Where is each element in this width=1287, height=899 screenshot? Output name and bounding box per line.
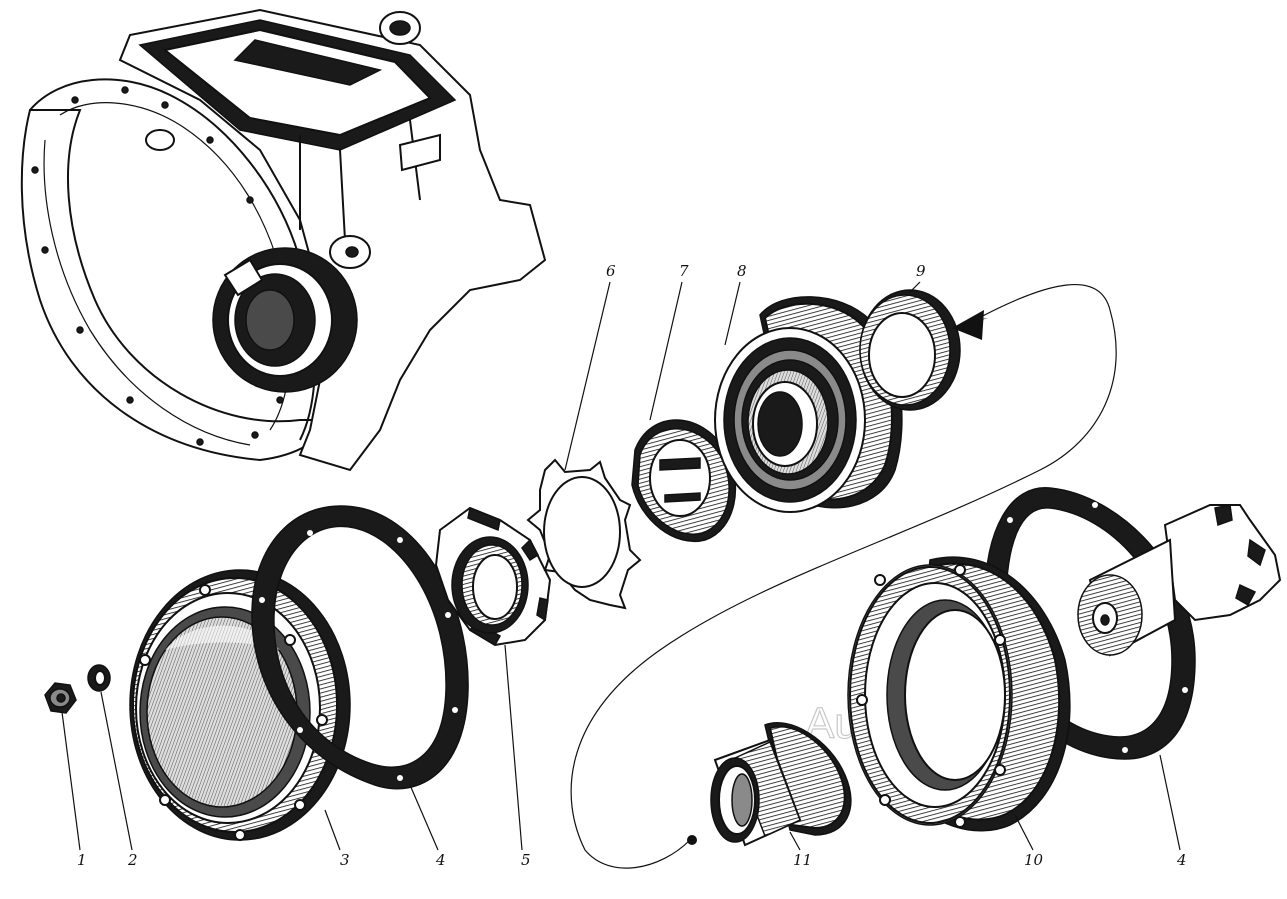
callout-4-left: 4 bbox=[435, 851, 446, 869]
lock-plate-part-7 bbox=[631, 419, 737, 543]
callout-numbers: 1 2 3 4 5 6 7 8 9 10 11 4 bbox=[77, 262, 1187, 869]
bushing-part-11 bbox=[710, 722, 852, 847]
flange-housing-part-10 bbox=[847, 556, 1071, 832]
callout-3: 3 bbox=[340, 851, 350, 869]
callout-2: 2 bbox=[127, 851, 138, 869]
spline-shaft bbox=[1077, 504, 1282, 657]
washer-part-2 bbox=[87, 664, 111, 692]
callout-5: 5 bbox=[521, 851, 531, 869]
leader-lines bbox=[61, 281, 1181, 851]
path-endpoint-dot bbox=[687, 835, 697, 845]
slotted-nut-part-5 bbox=[434, 506, 552, 647]
cover-part-3 bbox=[129, 569, 351, 841]
callout-1: 1 bbox=[77, 851, 87, 869]
seal-ring-part-9 bbox=[859, 289, 961, 411]
callout-9: 9 bbox=[916, 262, 926, 280]
callout-8: 8 bbox=[737, 262, 747, 280]
callout-6: 6 bbox=[606, 262, 616, 280]
callout-7: 7 bbox=[679, 262, 689, 280]
gearbox-housing bbox=[20, 8, 547, 472]
callout-11: 11 bbox=[793, 851, 812, 869]
nut-part-1 bbox=[44, 682, 77, 714]
lock-washer-part-6 bbox=[526, 458, 642, 610]
callout-4-right: 4 bbox=[1176, 851, 1187, 869]
callout-10: 10 bbox=[1024, 851, 1044, 869]
assembly-path bbox=[570, 283, 1117, 869]
